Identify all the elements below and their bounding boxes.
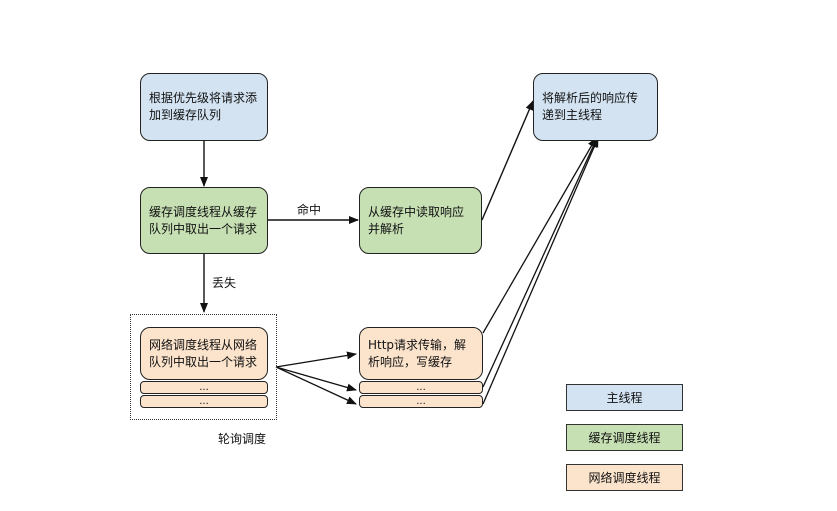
edge-label-miss: 丢失 — [212, 276, 237, 290]
node-add-to-cache-queue: 根据优先级将请求添加到缓存队列 — [140, 73, 268, 141]
arrow-net-to-http-3 — [275, 366, 357, 405]
legend-cache-thread-text: 缓存调度线程 — [588, 431, 661, 445]
network-queue-more-1: ... — [140, 381, 268, 394]
node-network-dispatcher: 网络调度线程从网络队列中取出一个请求 — [140, 327, 268, 380]
legend-network-thread: 网络调度线程 — [566, 464, 683, 491]
node-read-from-cache-text: 从缓存中读取响应并解析 — [368, 204, 465, 236]
polling-group — [130, 314, 277, 420]
ellipsis-text: ... — [416, 396, 426, 407]
node-cache-dispatcher-text: 缓存调度线程从缓存队列中取出一个请求 — [149, 204, 258, 236]
ellipsis-text: ... — [416, 382, 426, 393]
http-more-2: ... — [359, 395, 483, 408]
arrow-http-to-main-2 — [482, 137, 598, 388]
arrow-net-to-http-1 — [275, 351, 357, 368]
legend-network-thread-text: 网络调度线程 — [588, 471, 661, 485]
node-deliver-to-main-text: 将解析后的响应传递到主线程 — [542, 91, 639, 122]
node-http-transfer: Http请求传输，解析响应，写缓存 — [359, 327, 483, 380]
ellipsis-text: ... — [199, 396, 209, 407]
label-polling: 轮询调度 — [218, 432, 267, 446]
node-network-dispatcher-text: 网络调度线程从网络队列中取出一个请求 — [149, 337, 258, 369]
http-more-1: ... — [359, 381, 483, 394]
node-add-to-cache-queue-text: 根据优先级将请求添加到缓存队列 — [149, 91, 258, 122]
node-read-from-cache: 从缓存中读取响应并解析 — [359, 187, 482, 254]
legend-main-thread-text: 主线程 — [606, 391, 643, 405]
node-cache-dispatcher: 缓存调度线程从缓存队列中取出一个请求 — [140, 187, 268, 254]
legend-cache-thread: 缓存调度线程 — [566, 424, 683, 451]
arrow-net-to-http-2 — [275, 366, 357, 392]
edge-label-hit: 命中 — [297, 203, 322, 217]
arrow-http-to-main-3 — [482, 137, 599, 405]
network-queue-more-2: ... — [140, 395, 268, 408]
node-deliver-to-main: 将解析后的响应传递到主线程 — [533, 73, 658, 141]
node-http-transfer-text: Http请求传输，解析响应，写缓存 — [368, 337, 467, 369]
legend-main-thread: 主线程 — [566, 384, 683, 411]
arrow-http-to-main-1 — [482, 137, 597, 334]
arrow-cache-to-main — [481, 100, 534, 221]
ellipsis-text: ... — [199, 382, 209, 393]
